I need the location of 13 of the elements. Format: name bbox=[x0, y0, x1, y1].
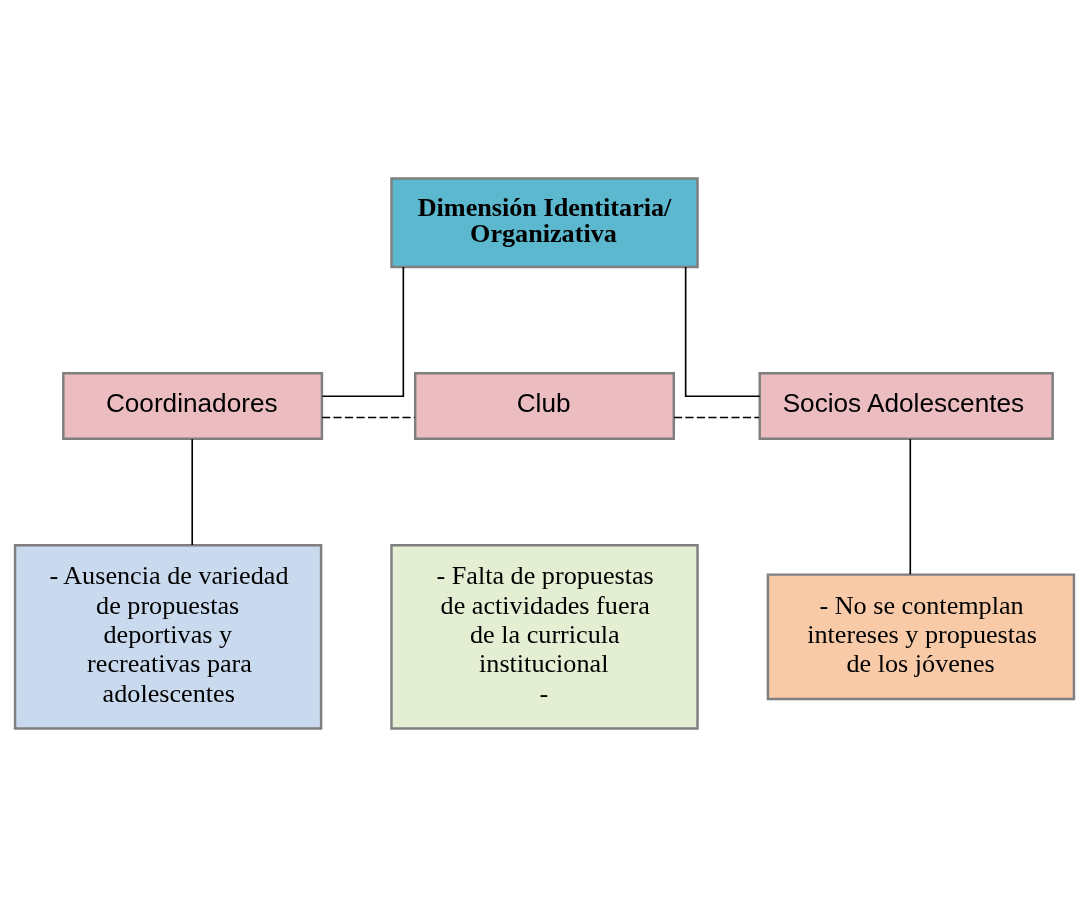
node-box: - Falta de propuestas de actividades fuera de la curricula institucional - bbox=[390, 543, 699, 730]
connector bbox=[321, 266, 405, 398]
connector bbox=[673, 416, 760, 419]
node-box: Coordinadores bbox=[62, 372, 324, 440]
node-box: - Ausencia de variedad de propuestas deportivas y recreativas para adolescentes bbox=[13, 543, 323, 730]
node-box: Dimensión Identitaria/Organizativa bbox=[390, 177, 699, 269]
node-box: - No se contemplan intereses y propuestas de los jóvenes bbox=[766, 573, 1076, 701]
connector bbox=[909, 438, 912, 576]
node-box: Socios Adolescentes bbox=[758, 372, 1054, 440]
connector bbox=[321, 416, 416, 419]
connector bbox=[191, 438, 194, 546]
node-box: Club bbox=[414, 372, 675, 440]
connector bbox=[684, 266, 761, 398]
